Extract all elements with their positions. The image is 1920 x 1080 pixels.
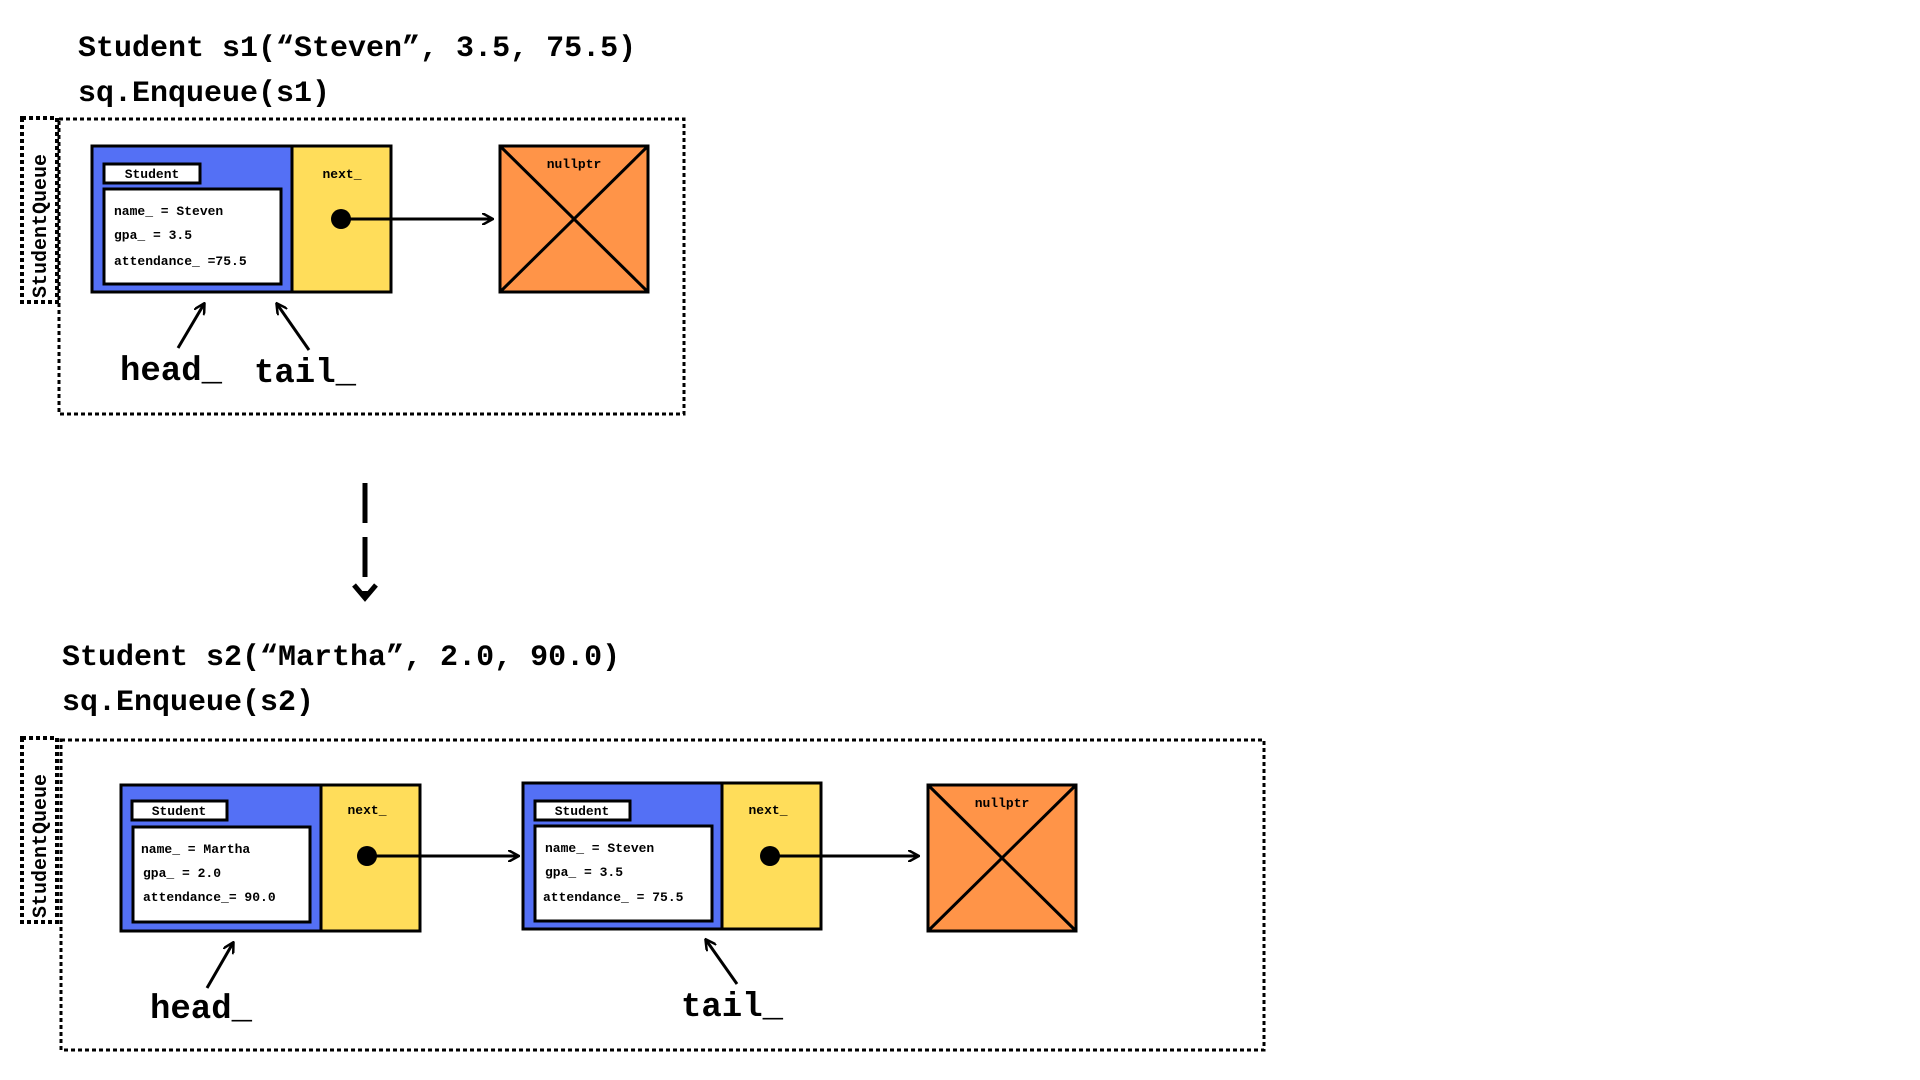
student-fields-box [533, 824, 714, 923]
field-name: name_ = Steven [545, 841, 654, 856]
field-attendance: attendance_= 90.0 [143, 890, 276, 905]
nullptr-cross-line [498, 144, 650, 294]
queue-label-tab [20, 736, 59, 924]
code-line-s1-enqueue: sq.Enqueue(s1) [78, 77, 330, 111]
student-type-label: Student [152, 804, 207, 819]
field-attendance: attendance_ = 75.5 [543, 890, 684, 905]
code-line-s2-construct: Student s2(“Martha”, 2.0, 90.0) [62, 641, 620, 675]
nullptr-label: nullptr [975, 796, 1030, 811]
student-fields-box [102, 187, 283, 286]
transition-arrow-head [352, 583, 378, 602]
queue-label: StudentQueue [30, 774, 53, 918]
head-label: head_ [150, 991, 253, 1029]
student-type-label: Student [555, 804, 610, 819]
student-queue-box [59, 738, 1266, 1052]
tail-pointer-arrow [706, 940, 739, 985]
tail-pointer-arrow [277, 304, 311, 351]
tail-label: tail_ [254, 355, 357, 393]
student-type-tag [102, 162, 202, 185]
queue-label: StudentQueue [30, 154, 53, 298]
nullptr-cross-line [926, 783, 1078, 933]
queue-label-tab [20, 116, 59, 304]
student-fields-box [131, 825, 312, 924]
field-attendance: attendance_ =75.5 [114, 254, 247, 269]
tail-label: tail_ [681, 989, 784, 1027]
student-type-label: Student [125, 167, 180, 182]
student-type-tag [533, 799, 632, 822]
code-line-s2-enqueue: sq.Enqueue(s2) [62, 686, 314, 720]
field-gpa: gpa_ = 2.0 [143, 866, 221, 881]
head-pointer-arrow [176, 304, 204, 349]
code-line-s1-construct: Student s1(“Steven”, 3.5, 75.5) [78, 32, 636, 66]
head-pointer-arrow [205, 943, 233, 989]
student-queue-box [57, 117, 686, 416]
field-name: name_ = Martha [141, 842, 250, 857]
field-gpa: gpa_ = 3.5 [545, 865, 623, 880]
next-label: next_ [748, 803, 787, 818]
next-cell [319, 783, 422, 933]
queue-node-martha: Student name_ = Martha gpa_ = 2.0 attend… [119, 783, 422, 933]
field-name: name_ = Steven [114, 204, 223, 219]
nullptr-node: nullptr [926, 783, 1078, 933]
head-label: head_ [120, 353, 223, 391]
next-label: next_ [347, 803, 386, 818]
next-label: next_ [322, 167, 361, 182]
field-gpa: gpa_ = 3.5 [114, 228, 192, 243]
student-type-tag [130, 799, 229, 822]
nullptr-node: nullptr [498, 144, 650, 294]
nullptr-label: nullptr [547, 157, 602, 172]
